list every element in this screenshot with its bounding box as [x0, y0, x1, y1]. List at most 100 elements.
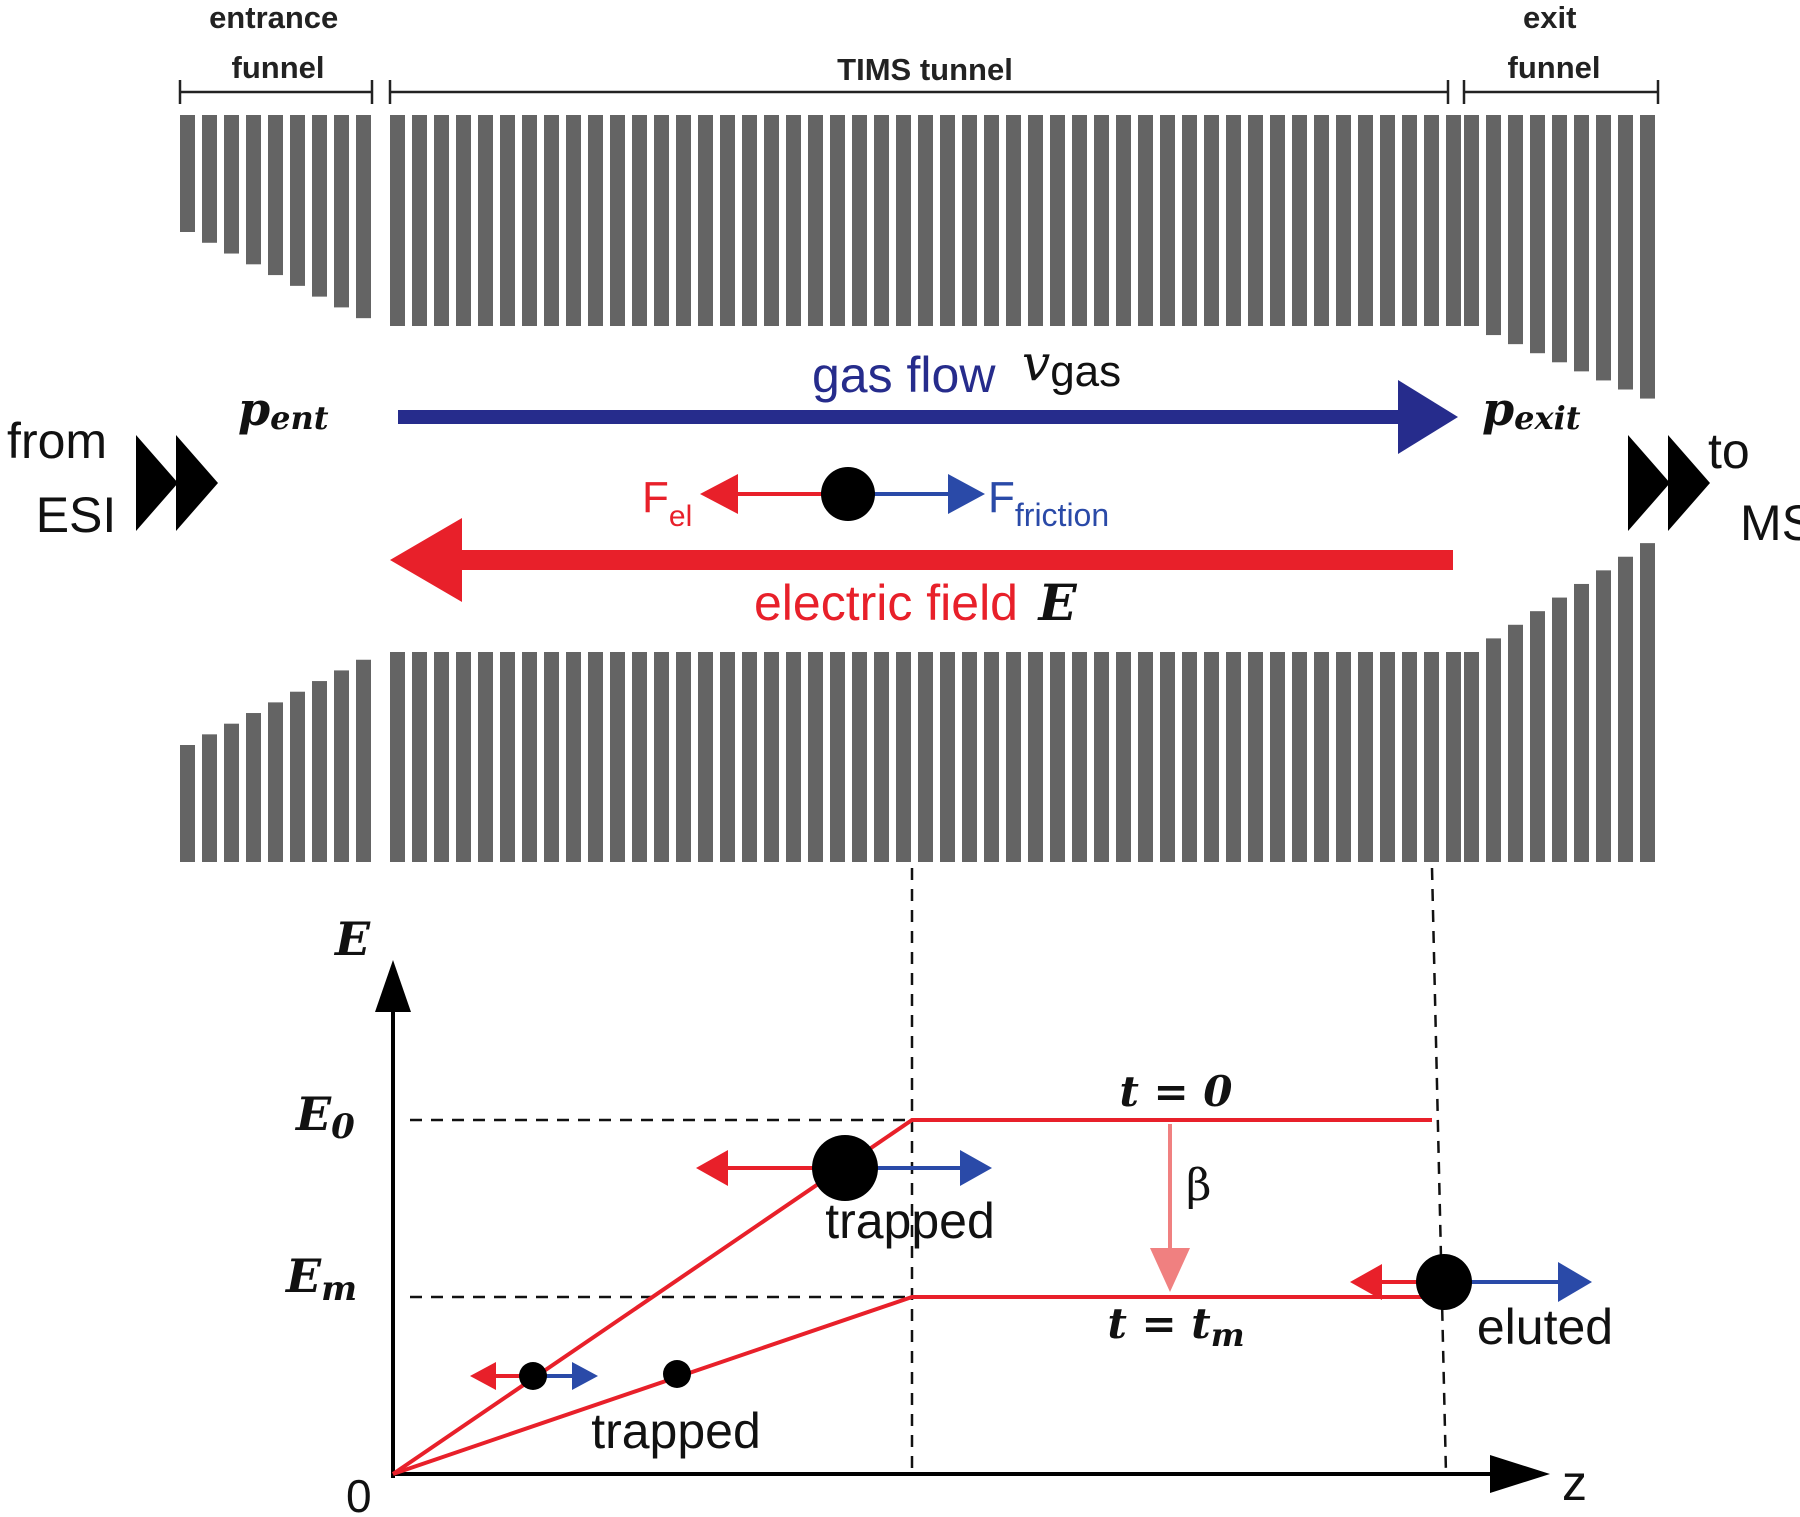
- electrode-plate: [224, 115, 239, 254]
- electrode-plate: [1530, 611, 1545, 862]
- electrode-plate: [1072, 652, 1087, 862]
- electrode-plate: [202, 734, 217, 862]
- electrode-plate: [1226, 652, 1241, 862]
- electrode-plate: [1336, 115, 1351, 326]
- electrode-plate: [1204, 115, 1219, 326]
- electrode-plate: [566, 652, 581, 862]
- electrode-plate: [610, 115, 625, 326]
- electrode-plate: [1486, 638, 1501, 862]
- electrode-plate: [1336, 652, 1351, 862]
- electrode-plate: [896, 115, 911, 326]
- electrode-plate: [1446, 652, 1461, 862]
- electrode-plate: [852, 115, 867, 326]
- electrode-plate: [1072, 115, 1087, 326]
- electrode-plate: [268, 115, 283, 276]
- electrode-plate: [1028, 652, 1043, 862]
- electrode-plate: [1640, 115, 1655, 399]
- electrode-plate: [544, 652, 559, 862]
- electrode-plate: [1486, 115, 1501, 336]
- electrode-plate: [1138, 652, 1153, 862]
- electrode-plate: [742, 652, 757, 862]
- electrode-plate: [334, 670, 349, 862]
- electrode-plate: [698, 652, 713, 862]
- electrode-plate: [290, 115, 305, 286]
- p-exit-label: pexit: [1482, 382, 1581, 437]
- electrode-plate: [478, 115, 493, 326]
- p-ent-label: pent: [238, 382, 329, 437]
- electrode-plate: [1160, 652, 1175, 862]
- electrode-plate: [1380, 115, 1395, 326]
- electrode-plate: [1182, 115, 1197, 326]
- electrode-plate: [1618, 556, 1633, 862]
- field-profiles: [391, 1118, 1432, 1476]
- electrode-plate: [808, 115, 823, 326]
- electrode-plate: [654, 652, 669, 862]
- electrode-plate: [984, 652, 999, 862]
- electrode-plate: [654, 115, 669, 326]
- electrode-plate: [1402, 115, 1417, 326]
- electrode-plate: [1530, 115, 1545, 354]
- electrode-plate: [830, 652, 845, 862]
- electrode-plate: [1574, 115, 1589, 372]
- electrode-plate: [1292, 115, 1307, 326]
- electrode-plate: [1248, 652, 1263, 862]
- electrode-plate: [1552, 597, 1567, 862]
- electrode-plate: [1028, 115, 1043, 326]
- electrode-plate: [312, 115, 327, 297]
- eluted-ion: [1350, 1254, 1592, 1310]
- f-friction-label: Ffriction: [988, 473, 1109, 533]
- electrode-plate: [1006, 652, 1021, 862]
- e0-label: E0: [294, 1087, 355, 1147]
- electrode-plate: [764, 115, 779, 326]
- electrode-plate: [1464, 115, 1479, 326]
- electrode-plate: [1094, 652, 1109, 862]
- electrode-plate: [1182, 652, 1197, 862]
- electrode-plate: [500, 115, 515, 326]
- electrode-plate: [522, 115, 537, 326]
- electrode-plate: [1446, 115, 1461, 326]
- electrode-plate: [742, 115, 757, 326]
- x-axis-label: z: [1562, 1455, 1587, 1511]
- electrode-plate: [588, 652, 603, 862]
- electrode-plate: [522, 652, 537, 862]
- electrode-plate: [246, 115, 261, 265]
- electrode-plate: [698, 115, 713, 326]
- electrode-plate: [566, 115, 581, 326]
- tm-label: t = tm: [1107, 1299, 1244, 1354]
- electrode-plate: [676, 115, 691, 326]
- tims-tunnel-label: TIMS tunnel: [837, 52, 1013, 87]
- electrode-plate: [874, 652, 889, 862]
- electrode-plate: [456, 115, 471, 326]
- electrode-plate: [720, 115, 735, 326]
- electrode-plate: [830, 115, 845, 326]
- trapped-lower-label: trapped: [591, 1403, 761, 1459]
- section-brackets: [178, 80, 1660, 104]
- electrode-plate: [610, 652, 625, 862]
- electrode-plate: [478, 652, 493, 862]
- electrode-plate: [1424, 115, 1439, 326]
- from-esi-label: from ESI: [7, 413, 121, 543]
- electrode-plate: [1226, 115, 1241, 326]
- electrode-plate: [1618, 115, 1633, 390]
- electrode-stack: [180, 115, 1655, 862]
- electrode-plate: [180, 115, 195, 232]
- electrode-plate: [874, 115, 889, 326]
- electric-field-label: electric field E: [754, 573, 1078, 632]
- t0-label: t = 0: [1119, 1067, 1232, 1116]
- electrode-plate: [588, 115, 603, 326]
- electrode-plate: [1204, 652, 1219, 862]
- guide-lines: [410, 867, 1448, 1475]
- electrode-plate: [544, 115, 559, 326]
- inlet-chevron-icon: [136, 435, 218, 531]
- electrode-plate: [1314, 115, 1329, 326]
- electrode-plate: [1358, 115, 1373, 326]
- electrode-plate: [676, 652, 691, 862]
- electrode-plate: [1464, 652, 1479, 862]
- electrode-plate: [500, 652, 515, 862]
- electrode-plate: [412, 115, 427, 326]
- electrode-plate: [852, 652, 867, 862]
- em-label: Em: [284, 1249, 357, 1309]
- electrode-plate: [786, 652, 801, 862]
- gas-flow-label: gas flow vgas: [812, 334, 1121, 403]
- y-axis-label: E: [333, 912, 371, 966]
